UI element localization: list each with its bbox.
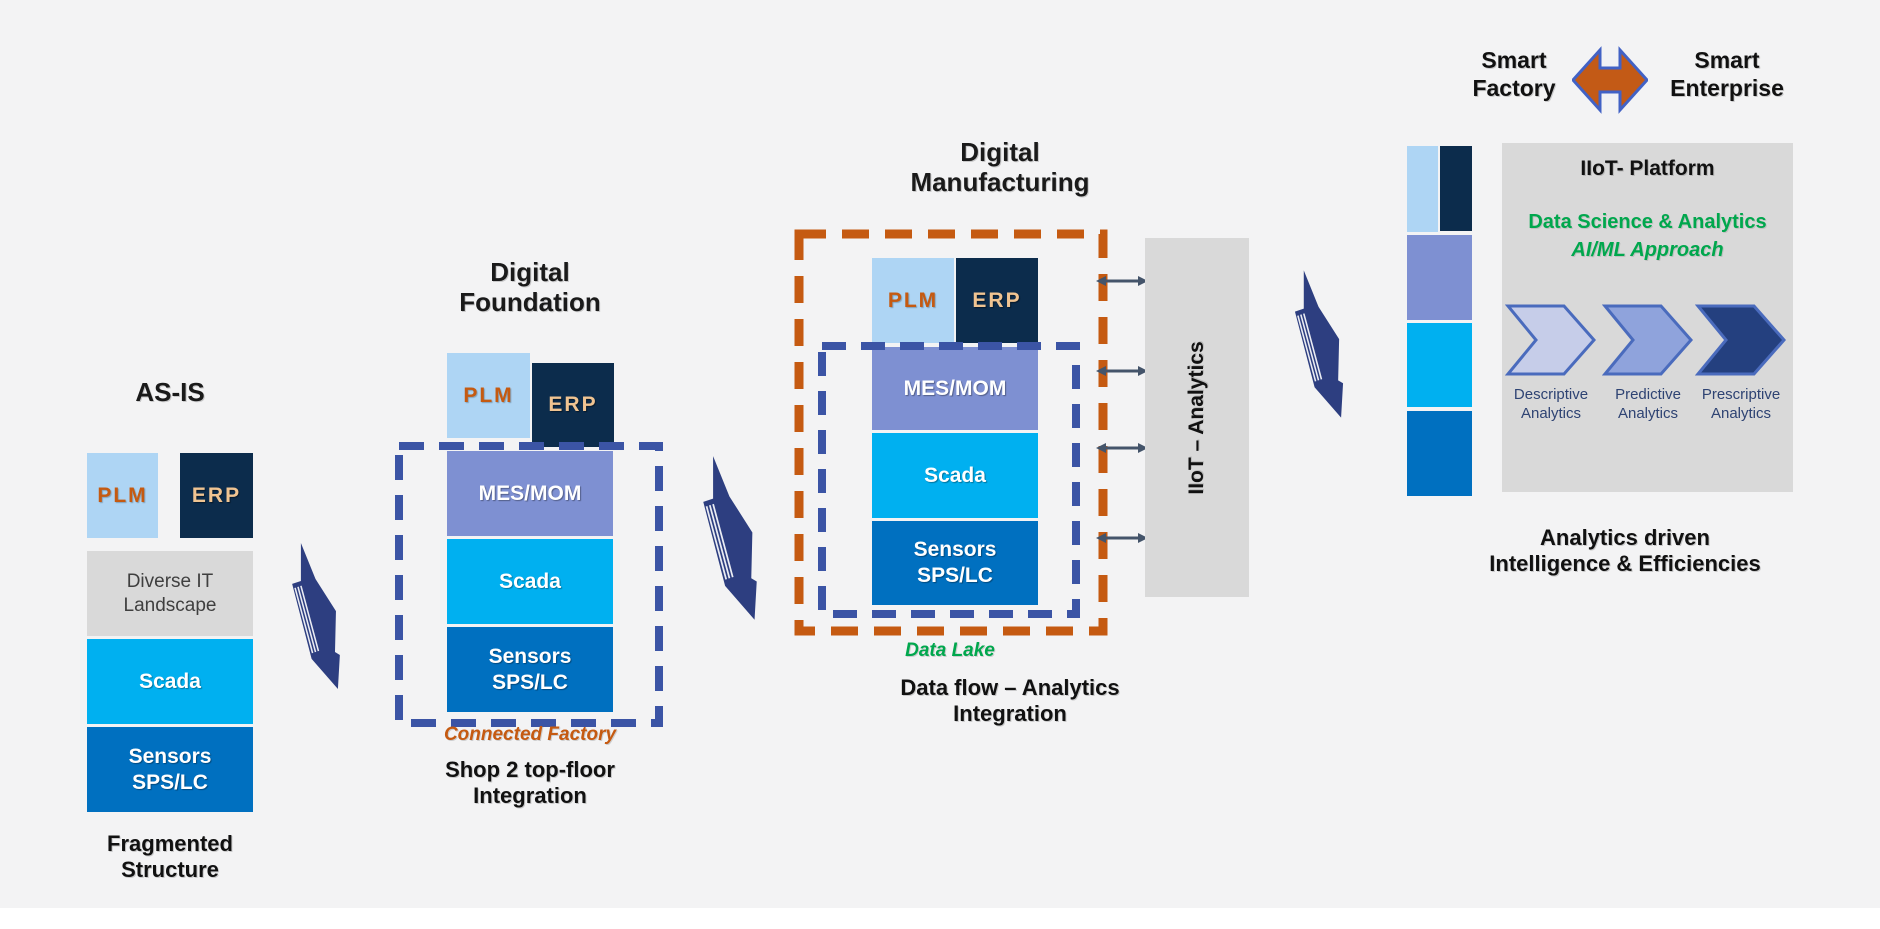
manufacturing-blue-frame xyxy=(818,342,1080,618)
stage-foundation-title: Digital Foundation xyxy=(420,257,640,317)
manufacturing-sensors-line2: SPS/LC xyxy=(917,564,993,587)
stack-segment-sensors xyxy=(1407,411,1472,496)
data-lake-label: Data Lake xyxy=(905,640,995,661)
smart-factory-line2: Factory xyxy=(1472,75,1556,101)
manufacturing-plm-box: PLM xyxy=(872,258,954,343)
smart-factory-label: Smart Factory xyxy=(1444,46,1584,102)
transition-bolt-icon xyxy=(292,543,340,690)
platform-caption: Analytics driven Intelligence & Efficien… xyxy=(1455,525,1795,577)
prescriptive-chevron-icon xyxy=(1695,304,1787,376)
smart-enterprise-line2: Enterprise xyxy=(1670,75,1784,101)
left-right-arrow-icon xyxy=(1572,46,1648,114)
descriptive-analytics-label: Descriptive Analytics xyxy=(1505,385,1597,423)
descriptive-line2: Analytics xyxy=(1520,405,1582,422)
bottom-margin-strip xyxy=(0,908,1880,929)
descriptive-line1: Descriptive xyxy=(1513,386,1589,403)
asis-caption: Fragmented Structure xyxy=(65,831,275,883)
foundation-caption-line2: Integration xyxy=(473,783,587,808)
asis-sensors-line2: SPS/LC xyxy=(132,770,208,794)
foundation-erp-box: ERP xyxy=(532,363,614,447)
platform-caption-line1: Analytics driven xyxy=(1540,525,1710,550)
stack-segment-erp xyxy=(1440,146,1472,231)
smart-factory-line1: Smart xyxy=(1481,47,1547,73)
iiot-platform-panel: IIoT- Platform Data Science & Analytics … xyxy=(1502,143,1793,492)
iiot-platform-title: IIoT- Platform xyxy=(1580,157,1715,180)
foundation-erp-label: ERP xyxy=(548,393,598,416)
stage-manufacturing-title: Digital Manufacturing xyxy=(890,137,1110,197)
manufacturing-mes-label: MES/MOM xyxy=(903,376,1007,400)
stack-segment-scada xyxy=(1407,323,1472,407)
foundation-mes-label: MES/MOM xyxy=(478,481,582,505)
stage-asis-title: AS-IS xyxy=(135,377,205,407)
platform-subtitle: Data Science & Analytics xyxy=(1528,211,1767,233)
manufacturing-caption: Data flow – Analytics Integration xyxy=(885,675,1135,727)
asis-erp-label: ERP xyxy=(191,483,242,507)
manufacturing-title-line2: Manufacturing xyxy=(910,167,1090,197)
smart-enterprise-label: Smart Enterprise xyxy=(1651,46,1803,102)
prescriptive-line1: Prescriptive xyxy=(1701,386,1781,403)
connected-factory-frame xyxy=(395,442,663,727)
transition-bolt-icon xyxy=(1294,270,1344,418)
manufacturing-erp-label: ERP xyxy=(972,288,1022,312)
asis-sensors-line1: Sensors xyxy=(128,744,212,768)
foundation-sensors-line2: SPS/LC xyxy=(492,670,568,694)
manufacturing-caption-line1: Data flow – Analytics xyxy=(900,675,1120,700)
iiot-analytics-bar: IIoT – Analytics xyxy=(1145,238,1249,597)
asis-caption-line2: Structure xyxy=(121,857,219,882)
predictive-analytics-label: Predictive Analytics xyxy=(1602,385,1694,423)
asis-plm-label: PLM xyxy=(97,483,148,507)
asis-erp-box: ERP xyxy=(180,453,253,538)
foundation-sensors-line1: Sensors xyxy=(488,644,572,668)
data-lake-frame xyxy=(794,229,1108,636)
double-arrow-icon xyxy=(1096,443,1148,453)
manufacturing-title-line1: Digital xyxy=(960,137,1040,167)
asis-it-line1: Diverse IT xyxy=(126,570,214,592)
prescriptive-line2: Analytics xyxy=(1710,405,1772,422)
manufacturing-plm-label: PLM xyxy=(887,288,939,312)
manufacturing-scada-label: Scada xyxy=(924,463,986,487)
foundation-plm-box: PLM xyxy=(447,353,530,438)
foundation-scada-box: Scada xyxy=(447,539,613,624)
stack-segment-plm xyxy=(1407,146,1438,232)
stack-segment-mes xyxy=(1407,235,1472,320)
manufacturing-erp-box: ERP xyxy=(956,258,1038,343)
asis-scada-label: Scada xyxy=(139,669,201,693)
connected-factory-label: Connected Factory xyxy=(443,724,617,745)
manufacturing-caption-line2: Integration xyxy=(953,701,1067,726)
foundation-title-line1: Digital xyxy=(490,257,570,287)
manufacturing-scada-box: Scada xyxy=(872,433,1038,518)
double-arrow-icon xyxy=(1096,533,1148,543)
predictive-line2: Analytics xyxy=(1617,405,1679,422)
manufacturing-mes-box: MES/MOM xyxy=(872,347,1038,430)
predictive-line1: Predictive xyxy=(1615,386,1681,403)
prescriptive-analytics-label: Prescriptive Analytics xyxy=(1695,385,1787,423)
foundation-mes-box: MES/MOM xyxy=(447,451,613,536)
iiot-analytics-bar-label: IIoT – Analytics xyxy=(1185,340,1208,495)
descriptive-chevron-icon xyxy=(1505,304,1597,376)
transition-bolt-icon xyxy=(703,456,757,620)
asis-caption-line1: Fragmented xyxy=(107,831,233,856)
predictive-chevron-icon xyxy=(1602,304,1694,376)
foundation-sensors-box: Sensors SPS/LC xyxy=(447,627,613,712)
asis-plm-box: PLM xyxy=(87,453,158,538)
asis-it-line2: Landscape xyxy=(123,594,217,616)
foundation-scada-label: Scada xyxy=(499,569,561,593)
asis-sensors-box: Sensors SPS/LC xyxy=(87,727,253,812)
smart-enterprise-line1: Smart xyxy=(1694,47,1760,73)
platform-caption-line2: Intelligence & Efficiencies xyxy=(1489,551,1761,576)
foundation-plm-label: PLM xyxy=(463,383,514,407)
foundation-caption: Shop 2 top-floor Integration xyxy=(400,757,660,809)
double-arrow-icon xyxy=(1096,276,1148,286)
double-arrow-icon xyxy=(1096,366,1148,376)
manufacturing-sensors-line1: Sensors xyxy=(913,538,997,561)
platform-approach-label: AI/ML Approach xyxy=(1571,239,1724,261)
asis-diverse-it-box: Diverse IT Landscape xyxy=(87,551,253,636)
foundation-caption-line1: Shop 2 top-floor xyxy=(445,757,615,782)
asis-scada-box: Scada xyxy=(87,639,253,724)
manufacturing-sensors-box: Sensors SPS/LC xyxy=(872,521,1038,605)
foundation-title-line2: Foundation xyxy=(459,287,601,317)
